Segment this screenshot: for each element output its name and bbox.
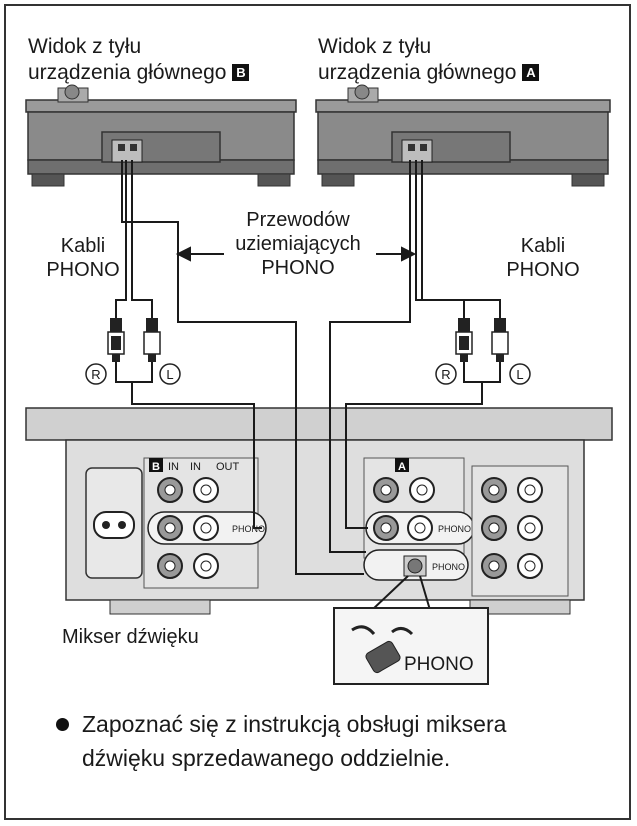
mixer-in-1: IN [168, 461, 179, 473]
plug-r-left: R [91, 367, 100, 382]
wires [115, 160, 501, 575]
jack-row-right [481, 477, 543, 579]
zoom-callout: PHONO [333, 575, 489, 685]
page-frame [4, 4, 631, 820]
plug-l-left: L [166, 367, 173, 382]
ground-wires-label: Przewodów uziemiających PHONO [218, 208, 378, 280]
turntable-b [25, 84, 297, 187]
mixer-badge-b: B [152, 461, 160, 473]
badge-a: A [522, 64, 540, 81]
note-line2: dźwięku sprzedawanego oddzielnie. [82, 745, 451, 771]
ground-arrows [175, 246, 417, 262]
turntable-a [315, 84, 611, 187]
mixer-out: OUT [216, 461, 240, 473]
mixer-phono-a: PHONO [438, 524, 471, 534]
rear-view-a-line1: Widok z tyłu [318, 35, 432, 58]
rear-view-a-label: Widok z tyłu urządzenia głównego A [318, 34, 540, 86]
phono-cables-left-label: Kabli PHONO [28, 234, 138, 282]
mixer-phono-b: PHONO [232, 524, 265, 534]
ground-wire-b [121, 160, 364, 575]
plug-r-right: R [441, 367, 450, 382]
mixer-in-2: IN [190, 461, 201, 473]
rca-plugs-a: R L [435, 318, 531, 385]
jack-row-a: PHONO PHONO [363, 477, 475, 581]
phono-cables-right-line1: Kabli [520, 235, 566, 257]
rca-plugs-b: R L [85, 318, 181, 385]
cable-b-r [115, 160, 127, 318]
plug-l-right: L [516, 367, 523, 382]
phono-cables-right-label: Kabli PHONO [488, 234, 598, 282]
rear-view-a-line2-text: urządzenia głównego [318, 61, 517, 84]
bullet-icon [56, 718, 69, 731]
rear-view-a-line2: urządzenia głównego A [318, 60, 540, 86]
note-text: Zapoznać się z instrukcją obsługi mikser… [82, 707, 506, 775]
jack-row-b: PHONO [147, 477, 267, 579]
cable-a [415, 160, 465, 318]
phono-cables-left-line2: PHONO [46, 259, 120, 281]
ground-wire-a [329, 160, 411, 553]
ground-wires-line1: Przewodów [246, 209, 350, 231]
mixer-label: Mikser dźwięku [62, 626, 199, 648]
ground-wires-line3: PHONO [261, 257, 335, 279]
rear-view-b-label: Widok z tyłu urządzenia głównego B [28, 34, 250, 86]
rear-view-b-line2-text: urządzenia głównego [28, 61, 227, 84]
zoom-phono-label: PHONO [404, 654, 474, 675]
phono-cables-left-line1: Kabli [60, 235, 106, 257]
mixer-badge-a: A [398, 461, 406, 473]
phono-cables-right-line2: PHONO [506, 259, 580, 281]
mixer: B IN IN OUT PHONO A [25, 407, 613, 615]
rear-view-b-line1: Widok z tyłu [28, 35, 142, 58]
badge-b: B [232, 64, 250, 81]
note-line1: Zapoznać się z instrukcją obsługi mikser… [82, 711, 507, 737]
rear-view-b-line2: urządzenia głównego B [28, 60, 250, 86]
ground-wires-line2: uziemiających [235, 233, 361, 255]
cable-b-signal [115, 362, 262, 529]
mixer-phono-gnd: PHONO [432, 562, 465, 572]
